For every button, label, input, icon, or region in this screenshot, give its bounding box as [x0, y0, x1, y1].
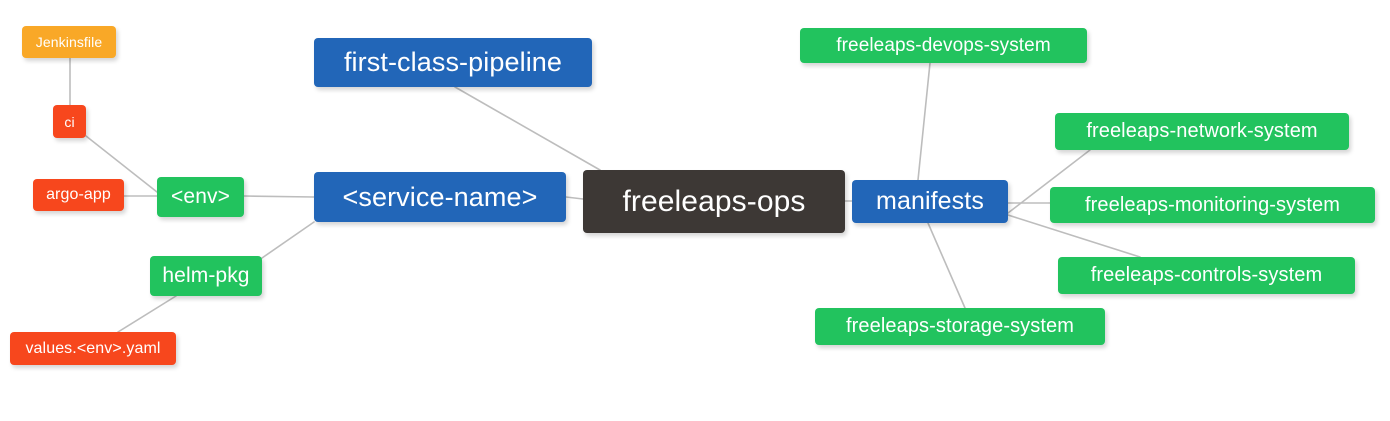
node-service-name[interactable]: <service-name> [314, 172, 566, 222]
node-values-yaml[interactable]: values.<env>.yaml [10, 332, 176, 365]
node-network-system[interactable]: freeleaps-network-system [1055, 113, 1349, 150]
node-freeleaps-ops[interactable]: freeleaps-ops [583, 170, 845, 233]
node-helm-pkg[interactable]: helm-pkg [150, 256, 262, 296]
edge-service-name-to-freeleaps-ops [565, 196, 584, 200]
node-ci[interactable]: ci [53, 105, 86, 138]
node-first-class-pipeline[interactable]: first-class-pipeline [314, 38, 592, 87]
node-monitoring-system[interactable]: freeleaps-monitoring-system [1050, 187, 1375, 223]
node-manifests[interactable]: manifests [852, 180, 1008, 223]
node-argo-app[interactable]: argo-app [33, 179, 124, 211]
edge-env-to-service-name [243, 195, 315, 198]
edge-manifests-to-devops-system [917, 62, 931, 181]
node-jenkinsfile[interactable]: Jenkinsfile [22, 26, 116, 58]
node-env[interactable]: <env> [157, 177, 244, 217]
edge-first-class-pipeline-to-freeleaps-ops [454, 86, 601, 171]
node-devops-system[interactable]: freeleaps-devops-system [800, 28, 1087, 63]
node-storage-system[interactable]: freeleaps-storage-system [815, 308, 1105, 345]
edge-service-name-to-helm-pkg [261, 221, 315, 259]
edge-manifests-to-storage-system [927, 222, 966, 309]
edge-helm-pkg-to-values-yaml [117, 295, 177, 333]
node-controls-system[interactable]: freeleaps-controls-system [1058, 257, 1355, 294]
